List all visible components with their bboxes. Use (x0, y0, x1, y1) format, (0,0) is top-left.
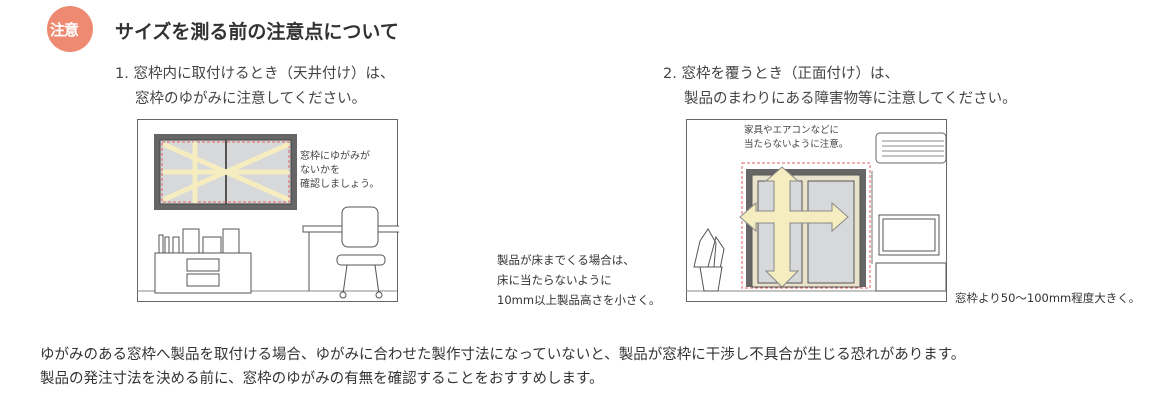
page-title: サイズを測る前の注意点について (115, 21, 399, 43)
footer-line2: 製品の発注寸法を決める前に、窓枠のゆがみの有無を確認することをおすすめします。 (40, 371, 604, 387)
illustration1-note: 窓枠にゆがみが ないかを 確認しましょう。 (300, 149, 379, 190)
front-mount-illustration: 家具やエアコンなどに 当たらないように注意。 (686, 119, 947, 302)
footer-line1: ゆがみのある窓枠へ製品を取付ける場合、ゆがみに合わせた製作寸法になっていないと、… (40, 347, 966, 363)
caution-badge-label: 注意 (50, 21, 79, 39)
section1-line1: 1. 窓枠内に取付けるとき（天井付け）は、 (115, 66, 395, 82)
svg-text:窓枠にゆがみが: 窓枠にゆがみが (300, 149, 370, 162)
illustration2-note-line1: 家具やエアコンなどに (744, 124, 839, 136)
section2-line1: 2. 窓枠を覆うとき（正面付け）は、 (663, 66, 899, 82)
svg-text:ないかを: ないかを (300, 164, 340, 176)
window-distortion-illustration: 窓枠にゆがみが ないかを 確認しましょう。 (137, 119, 399, 302)
illustration2-note-line2: 当たらないように注意。 (744, 138, 848, 150)
side-note: 窓枠より50～100mm程度大きく。 (955, 291, 1141, 305)
svg-text:確認しましょう。: 確認しましょう。 (300, 177, 379, 190)
section2-line2: 製品のまわりにある障害物等に注意してください。 (684, 91, 1017, 107)
caution-badge-icon: 注意 (47, 6, 93, 52)
section1-line2: 窓枠のゆがみに注意してください。 (135, 91, 367, 107)
